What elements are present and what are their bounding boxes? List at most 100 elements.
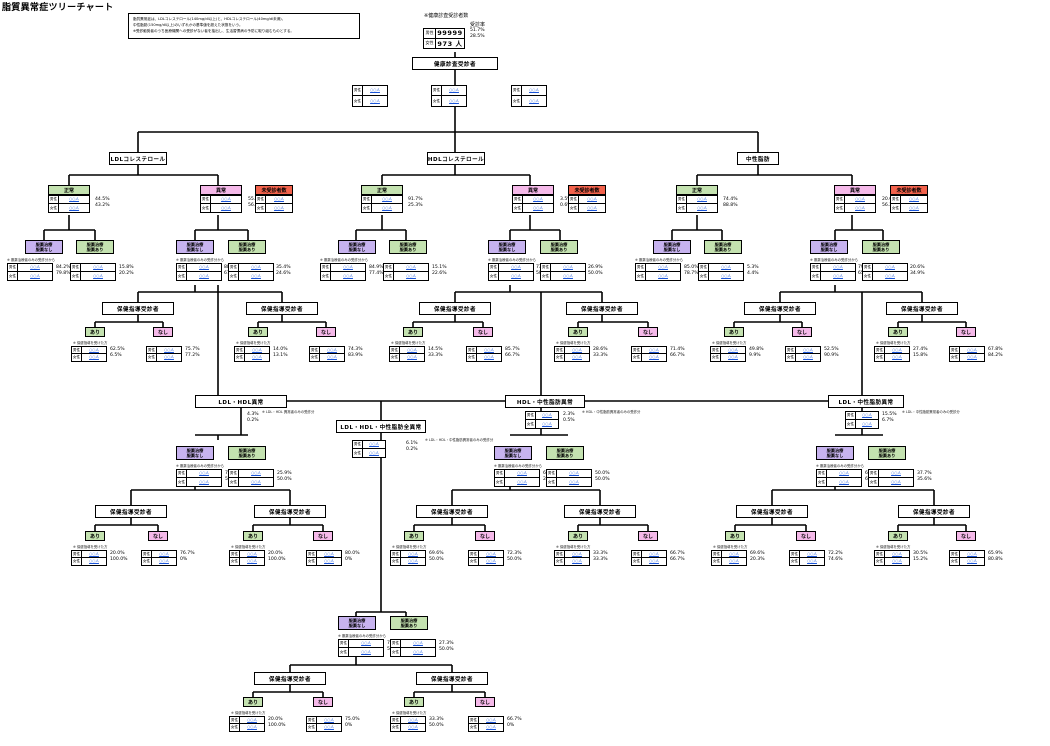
count-link-men[interactable]: ○○人 bbox=[221, 197, 231, 201]
count-link-women[interactable]: ○○人 bbox=[343, 273, 353, 278]
count-link-men[interactable]: ○○人 bbox=[833, 265, 843, 269]
count-link-men[interactable]: ○○人 bbox=[862, 413, 872, 417]
count-link-men[interactable]: ○○人 bbox=[511, 265, 521, 269]
count-link-men[interactable]: ○○人 bbox=[658, 265, 668, 269]
count-link-women[interactable]: ○○人 bbox=[369, 450, 379, 455]
count-link-men[interactable]: ○○人 bbox=[247, 717, 257, 722]
count-link-men[interactable]: ○○人 bbox=[159, 551, 169, 556]
count-link-men[interactable]: ○○人 bbox=[370, 88, 380, 92]
count-link-men[interactable]: ○○人 bbox=[449, 88, 459, 92]
count-link-men[interactable]: ○○人 bbox=[89, 347, 99, 352]
count-link-women[interactable]: ○○人 bbox=[529, 98, 539, 103]
count-link-women[interactable]: ○○人 bbox=[89, 559, 99, 563]
count-link-women[interactable]: ○○人 bbox=[199, 479, 209, 484]
count-link-women[interactable]: ○○人 bbox=[542, 421, 552, 426]
count-link-men[interactable]: ○○人 bbox=[649, 347, 659, 352]
count-link-women[interactable]: ○○人 bbox=[839, 479, 849, 484]
count-link-men[interactable]: ○○人 bbox=[529, 88, 539, 92]
count-link-men[interactable]: ○○人 bbox=[649, 551, 659, 556]
count-link-women[interactable]: ○○人 bbox=[406, 273, 416, 278]
count-link-men[interactable]: ○○人 bbox=[839, 471, 849, 475]
count-link-women[interactable]: ○○人 bbox=[247, 559, 257, 563]
count-link-women[interactable]: ○○人 bbox=[274, 205, 284, 210]
count-link-women[interactable]: ○○人 bbox=[892, 559, 902, 563]
count-link-women[interactable]: ○○人 bbox=[486, 725, 496, 729]
count-link-women[interactable]: ○○人 bbox=[967, 355, 977, 359]
count-link-men[interactable]: ○○人 bbox=[533, 197, 543, 201]
count-link-men[interactable]: ○○人 bbox=[569, 471, 579, 475]
count-link-men[interactable]: ○○人 bbox=[517, 471, 527, 475]
count-link-men[interactable]: ○○人 bbox=[361, 641, 371, 645]
count-link-women[interactable]: ○○人 bbox=[649, 559, 659, 563]
count-link-men[interactable]: ○○人 bbox=[486, 717, 496, 722]
count-link-women[interactable]: ○○人 bbox=[517, 479, 527, 484]
count-link-women[interactable]: ○○人 bbox=[649, 355, 659, 359]
count-link-women[interactable]: ○○人 bbox=[199, 273, 209, 278]
count-link-women[interactable]: ○○人 bbox=[533, 205, 543, 210]
count-link-women[interactable]: ○○人 bbox=[382, 205, 392, 210]
count-link-men[interactable]: ○○人 bbox=[486, 551, 496, 556]
count-link-men[interactable]: ○○人 bbox=[199, 265, 209, 269]
count-link-men[interactable]: ○○人 bbox=[892, 551, 902, 556]
count-link-women[interactable]: ○○人 bbox=[833, 273, 843, 278]
count-link-men[interactable]: ○○人 bbox=[408, 551, 418, 556]
count-link-men[interactable]: ○○人 bbox=[199, 471, 209, 475]
count-link-men[interactable]: ○○人 bbox=[721, 265, 731, 269]
count-link-men[interactable]: ○○人 bbox=[729, 551, 739, 556]
count-link-men[interactable]: ○○人 bbox=[93, 265, 103, 269]
count-link-men[interactable]: ○○人 bbox=[967, 347, 977, 352]
count-link-men[interactable]: ○○人 bbox=[89, 551, 99, 556]
count-link-men[interactable]: ○○人 bbox=[563, 265, 573, 269]
count-link-women[interactable]: ○○人 bbox=[728, 355, 738, 359]
count-link-women[interactable]: ○○人 bbox=[967, 559, 977, 563]
count-link-women[interactable]: ○○人 bbox=[803, 355, 813, 359]
count-link-men[interactable]: ○○人 bbox=[369, 442, 379, 446]
count-link-women[interactable]: ○○人 bbox=[408, 559, 418, 563]
count-link-women[interactable]: ○○人 bbox=[486, 559, 496, 563]
count-link-men[interactable]: ○○人 bbox=[967, 551, 977, 556]
count-link-women[interactable]: ○○人 bbox=[587, 205, 597, 210]
count-link-women[interactable]: ○○人 bbox=[449, 98, 459, 103]
count-link-men[interactable]: ○○人 bbox=[855, 197, 865, 201]
count-link-women[interactable]: ○○人 bbox=[892, 355, 902, 359]
count-link-women[interactable]: ○○人 bbox=[252, 355, 262, 359]
count-link-women[interactable]: ○○人 bbox=[251, 273, 261, 278]
count-link-men[interactable]: ○○人 bbox=[324, 717, 334, 722]
count-link-men[interactable]: ○○人 bbox=[728, 347, 738, 352]
count-link-men[interactable]: ○○人 bbox=[274, 197, 284, 201]
count-link-women[interactable]: ○○人 bbox=[658, 273, 668, 278]
count-link-women[interactable]: ○○人 bbox=[569, 479, 579, 484]
count-link-men[interactable]: ○○人 bbox=[909, 197, 919, 201]
count-link-men[interactable]: ○○人 bbox=[885, 265, 895, 269]
count-link-men[interactable]: ○○人 bbox=[408, 717, 418, 722]
count-link-women[interactable]: ○○人 bbox=[221, 205, 231, 210]
count-link-men[interactable]: ○○人 bbox=[587, 197, 597, 201]
count-link-women[interactable]: ○○人 bbox=[484, 355, 494, 359]
count-link-women[interactable]: ○○人 bbox=[159, 559, 169, 563]
count-link-women[interactable]: ○○人 bbox=[370, 98, 380, 103]
count-link-men[interactable]: ○○人 bbox=[251, 265, 261, 269]
count-link-women[interactable]: ○○人 bbox=[69, 205, 79, 210]
count-link-men[interactable]: ○○人 bbox=[382, 197, 392, 201]
count-link-men[interactable]: ○○人 bbox=[572, 551, 582, 556]
count-link-men[interactable]: ○○人 bbox=[484, 347, 494, 352]
count-link-women[interactable]: ○○人 bbox=[572, 355, 582, 359]
count-link-women[interactable]: ○○人 bbox=[721, 273, 731, 278]
count-link-men[interactable]: ○○人 bbox=[324, 551, 334, 556]
count-link-women[interactable]: ○○人 bbox=[164, 355, 174, 359]
count-link-women[interactable]: ○○人 bbox=[30, 273, 40, 278]
count-link-men[interactable]: ○○人 bbox=[891, 471, 901, 475]
count-link-women[interactable]: ○○人 bbox=[729, 559, 739, 563]
count-link-women[interactable]: ○○人 bbox=[324, 725, 334, 729]
count-link-men[interactable]: ○○人 bbox=[343, 265, 353, 269]
count-link-men[interactable]: ○○人 bbox=[406, 265, 416, 269]
count-link-women[interactable]: ○○人 bbox=[697, 205, 707, 210]
count-link-women[interactable]: ○○人 bbox=[327, 355, 337, 359]
count-link-women[interactable]: ○○人 bbox=[324, 559, 334, 563]
count-link-women[interactable]: ○○人 bbox=[511, 273, 521, 278]
count-link-men[interactable]: ○○人 bbox=[69, 197, 79, 201]
count-link-women[interactable]: ○○人 bbox=[93, 273, 103, 278]
count-link-men[interactable]: ○○人 bbox=[407, 347, 417, 352]
count-link-women[interactable]: ○○人 bbox=[247, 725, 257, 729]
count-link-women[interactable]: ○○人 bbox=[909, 205, 919, 210]
